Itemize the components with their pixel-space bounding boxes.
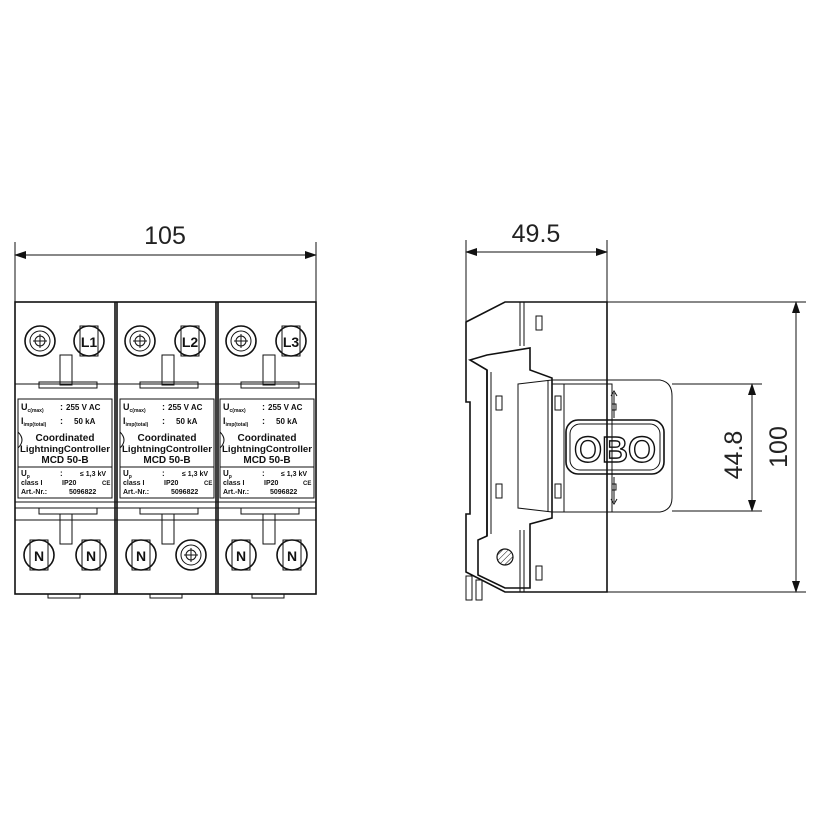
- svg-text:Art.-Nr.:: Art.-Nr.:: [223, 489, 249, 496]
- terminal-n-label: N: [287, 548, 297, 564]
- module-3: L3 N N Uc(max) : 255 V AC Iimp(total) : …: [219, 325, 315, 571]
- svg-text:Iimp(total): Iimp(total): [123, 416, 149, 428]
- terminal-n: N: [225, 539, 257, 571]
- svg-text:Uc(max): Uc(max): [223, 402, 246, 414]
- svg-text::: :: [60, 416, 63, 426]
- terminal-screw-icon: [124, 325, 156, 357]
- svg-text:Uc(max): Uc(max): [123, 402, 146, 414]
- svg-text:255 V AC: 255 V AC: [66, 403, 101, 412]
- dimension-width-front-label: 105: [144, 222, 186, 250]
- module-1: L1 N N Uc(max) : 255 V AC Iimp(total) :: [17, 325, 113, 571]
- dimension-height-total-label: 100: [765, 426, 793, 468]
- svg-text:CE: CE: [204, 481, 212, 487]
- dimension-depth-side-label: 49.5: [512, 220, 561, 248]
- svg-text:IP20: IP20: [62, 480, 77, 487]
- dimension-depth-side: 49.5: [465, 220, 608, 322]
- terminal-n-label: N: [86, 548, 96, 564]
- terminal-l1: L1: [73, 325, 105, 357]
- front-view: 105: [14, 222, 317, 599]
- svg-text:5096822: 5096822: [69, 489, 96, 496]
- svg-text:5096822: 5096822: [270, 489, 297, 496]
- module-2: L2 N Uc(max) : 255 V AC Iimp(total): [119, 325, 215, 571]
- svg-text:CE: CE: [102, 481, 110, 487]
- svg-text:50 kA: 50 kA: [276, 417, 298, 426]
- terminal-l1-label: L1: [81, 334, 98, 350]
- terminal-screw-icon: [24, 325, 56, 357]
- svg-text::: :: [162, 469, 165, 478]
- dimension-window-height-label: 44.8: [720, 431, 748, 480]
- svg-text:LightningController: LightningController: [222, 444, 313, 454]
- terminal-n-label: N: [136, 548, 146, 564]
- svg-text::: :: [162, 402, 165, 412]
- terminal-l2: L2: [174, 325, 206, 357]
- svg-text:Art.-Nr.:: Art.-Nr.:: [123, 489, 149, 496]
- dimension-height-total: 100: [607, 301, 806, 593]
- svg-text:Up: Up: [223, 469, 232, 480]
- terminal-n: N: [276, 539, 308, 571]
- dimension-width-front: 105: [14, 222, 317, 302]
- terminal-n-label: N: [236, 548, 246, 564]
- module-label: Uc(max) : 255 V AC Iimp(total) : 50 kA C…: [119, 398, 215, 499]
- svg-text:MCD 50-B: MCD 50-B: [41, 455, 88, 466]
- svg-text:Uc(max): Uc(max): [21, 402, 44, 414]
- indicator-arrow-icon: [610, 477, 618, 505]
- terminal-n: N: [23, 539, 55, 571]
- svg-text:Up: Up: [123, 469, 132, 480]
- indicator-arrow-icon: [610, 390, 618, 418]
- terminal-l2-label: L2: [182, 334, 199, 350]
- svg-text:5096822: 5096822: [171, 489, 198, 496]
- module-label: Uc(max) : 255 V AC Iimp(total) : 50 kA C…: [17, 398, 113, 499]
- svg-text::: :: [262, 402, 265, 412]
- svg-text:class I: class I: [21, 480, 42, 487]
- svg-text:50 kA: 50 kA: [74, 417, 96, 426]
- svg-text:≤ 1,3 kV: ≤ 1,3 kV: [182, 471, 208, 478]
- svg-text:class I: class I: [223, 480, 244, 487]
- svg-text:CE: CE: [303, 481, 311, 487]
- svg-text:LightningController: LightningController: [122, 444, 213, 454]
- terminal-n-label: N: [34, 548, 44, 564]
- terminal-n: N: [125, 539, 157, 571]
- svg-text:Coordinated: Coordinated: [238, 433, 297, 444]
- svg-text:255 V AC: 255 V AC: [168, 403, 203, 412]
- svg-text:Coordinated: Coordinated: [36, 433, 95, 444]
- terminal-l3: L3: [275, 325, 307, 357]
- svg-text:Up: Up: [21, 469, 30, 480]
- svg-text:≤ 1,3 kV: ≤ 1,3 kV: [281, 471, 307, 478]
- side-view: 49.5 100 44.8: [465, 220, 806, 601]
- svg-text:MCD 50-B: MCD 50-B: [143, 455, 190, 466]
- svg-text:Iimp(total): Iimp(total): [21, 416, 47, 428]
- svg-text:Coordinated: Coordinated: [138, 433, 197, 444]
- terminal-screw-icon: [175, 539, 207, 571]
- svg-text:255 V AC: 255 V AC: [268, 403, 303, 412]
- svg-text:≤ 1,3 kV: ≤ 1,3 kV: [80, 471, 106, 478]
- svg-text:class I: class I: [123, 480, 144, 487]
- terminal-screw-icon: [225, 325, 257, 357]
- svg-text::: :: [162, 416, 165, 426]
- terminal-n: N: [75, 539, 107, 571]
- screw-icon: [496, 548, 514, 566]
- svg-text::: :: [60, 469, 63, 478]
- svg-text:IP20: IP20: [164, 480, 179, 487]
- svg-text:IP20: IP20: [264, 480, 279, 487]
- svg-text:Art.-Nr.:: Art.-Nr.:: [21, 489, 47, 496]
- svg-text:Iimp(total): Iimp(total): [223, 416, 249, 428]
- terminal-l3-label: L3: [283, 334, 300, 350]
- svg-text:50 kA: 50 kA: [176, 417, 198, 426]
- dimension-window-height: 44.8: [672, 383, 762, 512]
- logo-window: OBO: [565, 419, 665, 475]
- svg-text:MCD 50-B: MCD 50-B: [243, 455, 290, 466]
- svg-text::: :: [262, 469, 265, 478]
- svg-text:LightningController: LightningController: [20, 444, 111, 454]
- svg-text::: :: [262, 416, 265, 426]
- module-label: Uc(max) : 255 V AC Iimp(total) : 50 kA C…: [219, 398, 315, 499]
- svg-text::: :: [60, 402, 63, 412]
- obo-logo: OBO: [574, 429, 656, 470]
